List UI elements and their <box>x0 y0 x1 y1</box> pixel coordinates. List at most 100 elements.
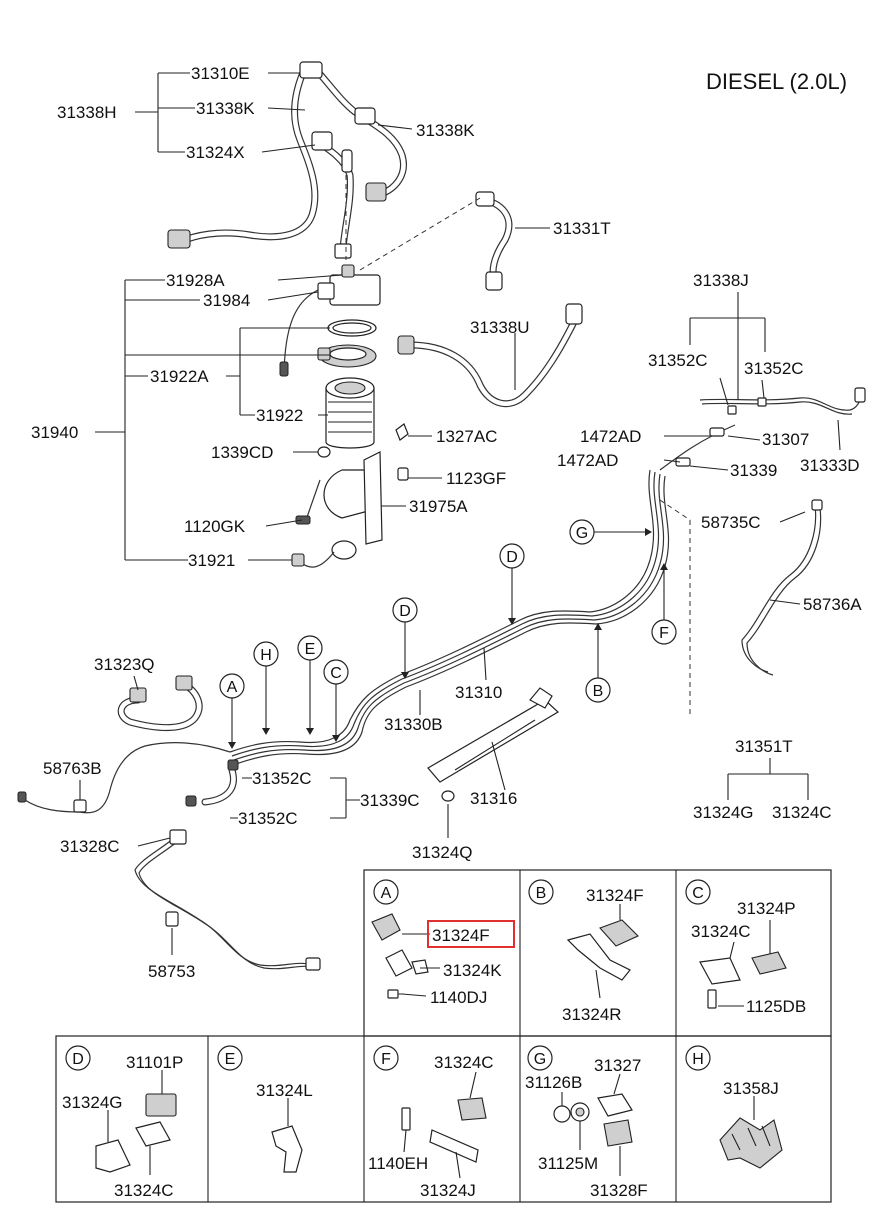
svg-text:A: A <box>227 679 238 696</box>
svg-text:E: E <box>305 641 316 658</box>
svg-text:G: G <box>576 525 588 542</box>
svg-text:G: G <box>534 1051 546 1068</box>
callout-A: A <box>219 673 245 749</box>
panel-A-label-31324F[interactable]: 31324F <box>432 926 490 945</box>
label-31352C-d: 31352C <box>238 809 298 828</box>
panel-E-label-31324L: 31324L <box>256 1081 313 1100</box>
label-1472AD-a: 1472AD <box>580 427 641 446</box>
label-1123GF: 1123GF <box>446 469 506 488</box>
panel-D-label-31324G: 31324G <box>62 1093 123 1112</box>
panel-G-label-31327: 31327 <box>594 1056 641 1075</box>
hose-31323Q: 31323Q <box>94 655 203 732</box>
panel-B: B 31324F 31324R <box>528 879 644 1024</box>
panel-F-label-1140EH: 1140EH <box>368 1154 428 1173</box>
hose-31331T: 31331T <box>359 191 611 291</box>
label-31352C-b: 31352C <box>744 359 804 378</box>
panel-G-label-31328F: 31328F <box>590 1181 648 1200</box>
svg-text:H: H <box>692 1051 704 1068</box>
detail-panels-bottom <box>55 1035 832 1203</box>
label-31333D: 31333D <box>800 456 860 475</box>
highlight-box <box>427 920 515 948</box>
label-31338K-a: 31338K <box>196 99 255 118</box>
panel-D-label-31324C: 31324C <box>114 1181 174 1200</box>
upper-labels: 31310E 31338H 31338K 31324X 31338K <box>57 64 475 162</box>
label-31338U: 31338U <box>470 318 530 337</box>
panel-C: C 31324P 31324C 1125DB <box>685 879 806 1016</box>
svg-text:D: D <box>399 603 411 620</box>
svg-text:C: C <box>330 665 342 682</box>
hose-31338U: 31338U <box>397 303 583 408</box>
panel-G: G 31126B 31327 31125M 31328F <box>525 1045 648 1200</box>
panel-D-label-31101P: 31101P <box>126 1053 183 1072</box>
label-31310E: 31310E <box>191 64 250 83</box>
panel-C-label-1125DB: 1125DB <box>746 997 806 1016</box>
panel-B-label-31324R: 31324R <box>562 1005 622 1024</box>
hose-31339C: 31352C 31339C 31352C <box>185 759 420 828</box>
label-31328C: 31328C <box>60 837 120 856</box>
panel-D: D 31101P 31324G 31324C <box>62 1045 183 1200</box>
fuel-filter-assembly <box>279 264 409 568</box>
label-31975A: 31975A <box>409 497 468 516</box>
label-31921: 31921 <box>188 551 235 570</box>
panel-G-label-31125M: 31125M <box>538 1154 598 1173</box>
filter-labels: 31928A 31984 31922A 31940 31922 1339CD 1… <box>31 271 506 570</box>
bracket-31316: 31316 31324Q <box>412 687 559 862</box>
callout-D-left: D <box>392 597 418 679</box>
panel-C-label-31324P: 31324P <box>737 899 796 918</box>
callout-H: H <box>253 641 279 735</box>
label-31352C-c: 31352C <box>252 769 312 788</box>
callouts: G D D F H E C <box>219 519 677 749</box>
svg-text:F: F <box>381 1051 391 1068</box>
panel-F-label-31324C: 31324C <box>434 1053 494 1072</box>
panel-A-label-31324K: 31324K <box>443 961 502 980</box>
diagram-title: DIESEL (2.0L) <box>706 69 847 94</box>
svg-text:B: B <box>593 683 604 700</box>
panel-H: H 31358J <box>685 1045 783 1169</box>
svg-text:B: B <box>536 885 547 902</box>
main-fuel-lines <box>17 469 670 971</box>
panel-F-label-31324J: 31324J <box>420 1181 476 1200</box>
label-31338K-b: 31338K <box>416 121 475 140</box>
label-31922: 31922 <box>256 406 303 425</box>
panel-E: E 31324L <box>217 1045 313 1173</box>
svg-text:A: A <box>381 885 392 902</box>
label-31339: 31339 <box>730 461 777 480</box>
svg-text:D: D <box>72 1051 84 1068</box>
label-31331T: 31331T <box>553 219 611 238</box>
label-58736A: 58736A <box>803 595 862 614</box>
label-31330B: 31330B <box>384 715 443 734</box>
label-1472AD-b: 1472AD <box>557 451 618 470</box>
callout-B: B <box>585 623 611 703</box>
label-31324X: 31324X <box>186 143 245 162</box>
label-31323Q: 31323Q <box>94 655 155 674</box>
label-31338H: 31338H <box>57 103 117 122</box>
upper-hose-assembly <box>167 61 407 260</box>
label-31324Q: 31324Q <box>412 843 473 862</box>
callout-D-right: D <box>499 543 525 625</box>
lines-58735C-58736A: 58735C 58736A <box>659 499 862 715</box>
label-58763B: 58763B <box>43 759 102 778</box>
callout-C: C <box>323 659 349 742</box>
label-31984: 31984 <box>203 291 250 310</box>
label-1339CD: 1339CD <box>211 443 273 462</box>
svg-text:F: F <box>659 625 669 642</box>
panel-A: A 31324F 31324K 1140DJ <box>371 879 515 1007</box>
panel-F: F 31324C 1140EH 31324J <box>368 1045 494 1200</box>
group-31351T: 31351T 31324G 31324C <box>693 737 832 822</box>
label-31351T: 31351T <box>735 737 793 756</box>
callout-F: F <box>651 563 677 645</box>
label-31310: 31310 <box>455 683 502 702</box>
panel-B-label-31324F: 31324F <box>586 886 644 905</box>
label-31307: 31307 <box>762 430 809 449</box>
label-31352C-a: 31352C <box>648 351 708 370</box>
mainline-labels: 31310 31330B 58763B 31328C 58753 <box>43 647 502 981</box>
label-58753: 58753 <box>148 962 195 981</box>
label-31928A: 31928A <box>166 271 225 290</box>
label-31316: 31316 <box>470 789 517 808</box>
label-31339C: 31339C <box>360 791 420 810</box>
label-58735C: 58735C <box>701 513 761 532</box>
panel-G-label-31126B: 31126B <box>525 1073 582 1092</box>
label-31324G-a: 31324G <box>693 803 754 822</box>
panel-C-label-31324C: 31324C <box>691 922 751 941</box>
